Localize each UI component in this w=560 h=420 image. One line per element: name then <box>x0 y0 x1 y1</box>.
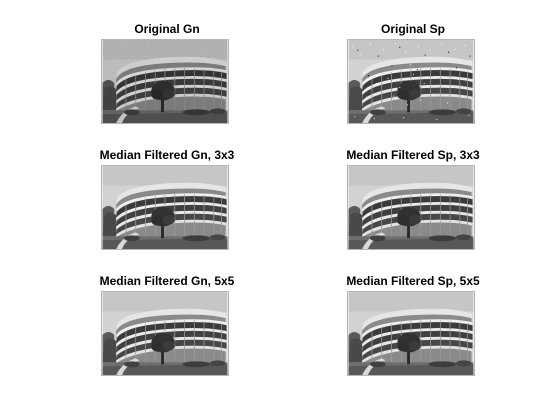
image-median-filtered-gn-5x5 <box>101 291 229 376</box>
panel-title: Median Filtered Gn, 3x3 <box>99 148 235 162</box>
panel-title: Median Filtered Sp, 5x5 <box>346 274 480 288</box>
image-original-gaussian-noise <box>101 39 229 124</box>
panel-title: Median Filtered Gn, 5x5 <box>99 274 235 288</box>
panel-title: Median Filtered Sp, 3x3 <box>346 148 480 162</box>
image-median-filtered-sp-5x5 <box>347 291 475 376</box>
image-median-filtered-sp-3x3 <box>347 165 475 250</box>
panel-title: Original Sp <box>380 22 445 36</box>
panel-title: Original Gn <box>134 22 200 36</box>
image-original-salt-pepper-noise <box>347 39 475 124</box>
image-median-filtered-gn-3x3 <box>101 165 229 250</box>
